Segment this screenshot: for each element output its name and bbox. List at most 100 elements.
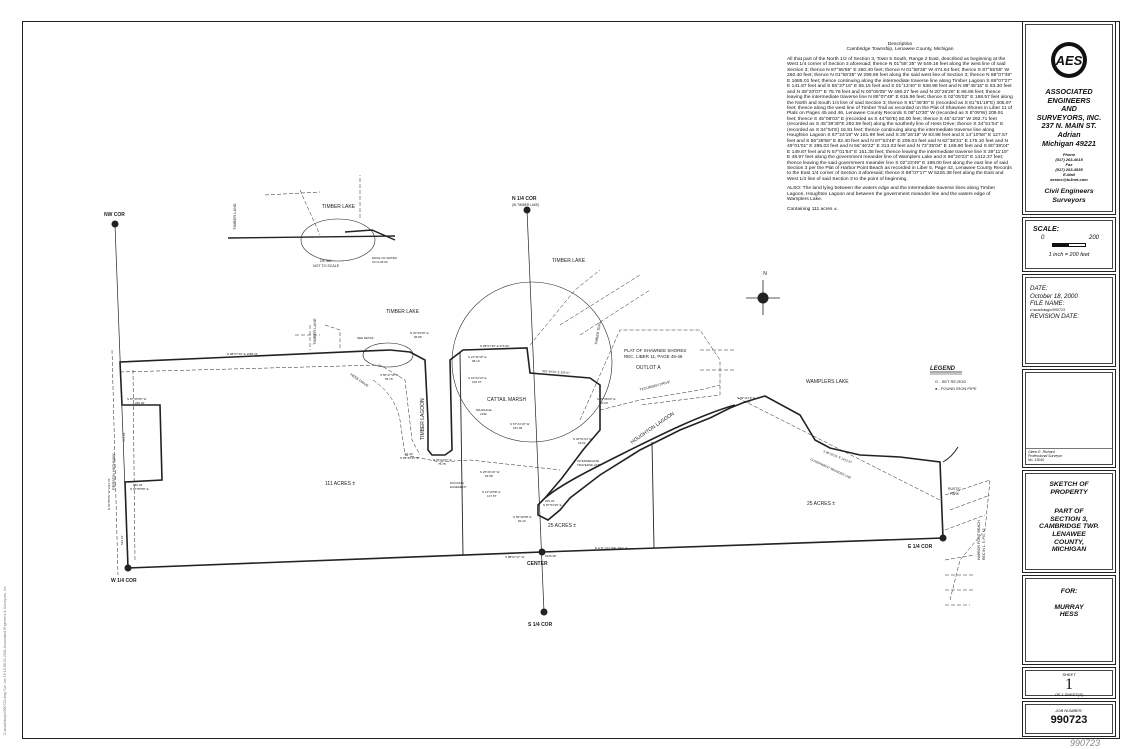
plan-linework (529, 269, 651, 346)
property-boundary (119, 347, 944, 569)
sketch-title: PROPERTY (1050, 488, 1088, 496)
scale-label: SCALE: (1033, 226, 1060, 233)
plan-label: 86.86' (414, 335, 423, 339)
plan-linework (344, 229, 396, 241)
plan-label: 98.14' (472, 359, 481, 363)
plan-linework (132, 369, 136, 561)
plan-label: TECUMSEH DRIVE (639, 380, 671, 392)
revision-date-label: REVISION DATE: (1030, 312, 1080, 320)
description-also: ALSO: The land lying between the waters … (787, 186, 996, 203)
client-name: HESS (1059, 611, 1079, 619)
surveyor-seal-box: Glenn E. Richard Professional Surveyor N… (1022, 369, 1116, 468)
plan-linework (119, 364, 421, 456)
firm-name-line: AND (1061, 104, 1077, 114)
phone-label: Phone (1062, 152, 1076, 158)
plan-label: S 25°26'19" W (480, 470, 500, 474)
plan-label: 181.99 (513, 426, 523, 430)
detail-ellipse (300, 218, 376, 262)
for-label: FOR: (1060, 588, 1078, 595)
plan-label: TIMBER LANE (232, 203, 237, 230)
interior-parcel-line-2 (651, 441, 655, 549)
legend: LEGEND O - SET RE-ROD ● - FOUND IRON PIP… (930, 366, 977, 391)
location-line: SECTION 3, (1050, 515, 1088, 523)
w-quarter-corner-label: W 1/4 COR (111, 578, 137, 584)
description-containing: Containing 111 acres ±. (787, 206, 838, 212)
scale-min: 0 (1041, 235, 1045, 241)
plan-label: S 88°07'17" W (505, 555, 525, 559)
plan-label: 127.57' (487, 494, 497, 498)
job-number-label: JOB NUMBER: (1055, 708, 1083, 713)
plan-label: N 39°20'07" E (433, 458, 452, 462)
plan-linework (227, 235, 396, 239)
plan-label: REC. LIBER 11, PAGE 45-46 (624, 354, 683, 359)
plan-label: 100.37' (472, 380, 482, 384)
plan-label: PLAT OF SHAWNEE SHORES (624, 348, 686, 353)
plan-label: S 67°24'19" W (510, 422, 530, 426)
plan-label: 75.78' (438, 462, 447, 466)
plan-label: 260.40' (135, 401, 145, 405)
corner-monuments (111, 206, 947, 616)
plan-label: TRAVERSE LINE (577, 463, 600, 467)
plan-linework (942, 446, 959, 463)
legend-item-found-pipe: ● - FOUND IRON PIPE (935, 386, 977, 391)
plan-label: DRAINAGE (476, 408, 492, 412)
area-label: 111 ACRES ± (325, 481, 355, 487)
plan-label: S 10°04'13" E (468, 376, 487, 380)
firm-name-line: SURVEYORS, INC. (1036, 112, 1102, 122)
description-location: Cambridge Township, Lenawee County, Mich… (846, 47, 954, 53)
location-line: PART OF (1054, 508, 1084, 516)
plan-label: S 39°11'19" E (737, 396, 755, 400)
plan-label: ON 6-28-00 (372, 260, 388, 264)
plan-label: 16.91' (578, 441, 587, 445)
sheet-of: OF 1 SHEET(S) (1054, 692, 1084, 697)
plan-label: N 87°55'55" E (130, 487, 149, 491)
plan-label: 205.04' (545, 499, 555, 503)
firm-name-line: ENGINEERS (1047, 95, 1091, 105)
job-number-box: JOB NUMBER: 990723 (1022, 701, 1116, 737)
firm-name-line: ASSOCIATED (1045, 87, 1093, 96)
fax: (517) 263-4535 (1055, 167, 1083, 173)
location-line: COUNTY, (1054, 538, 1084, 546)
service-line: Civil Engineers (1044, 188, 1094, 196)
plan-linework (1055, 46, 1083, 74)
plan-label: 549.16' (120, 535, 124, 545)
meander-line (737, 397, 941, 501)
s-quarter-corner-label: S 1/4 COR (528, 622, 553, 628)
plan-linework (599, 349, 735, 411)
description-title: Description (887, 42, 913, 47)
plan-linework (757, 292, 769, 304)
plan-label: SEE DETAIL (357, 336, 374, 340)
plan-label: 83.98' (485, 474, 494, 478)
drawing-border (22, 21, 1120, 739)
firm-city: Adrian (1057, 129, 1081, 139)
plan-label: NOT TO SCALE (313, 264, 340, 268)
plan-label: TIMBER LANE (312, 318, 317, 345)
plan-label: EASEMENT (450, 485, 467, 489)
fax-label: Fax (1065, 162, 1073, 168)
plan-label: 48.97' (743, 400, 752, 404)
plan-label: 5226.38' (545, 554, 557, 558)
surveyor-license: No. 13040 (1028, 458, 1045, 463)
plan-label: S 14°10'58" E (482, 490, 501, 494)
plan-label: 83.30' (405, 452, 414, 456)
date-box: DATE: October 18, 2000 FILE NAME: z:\aca… (1022, 274, 1116, 367)
found-iron-pipe-icon (538, 548, 546, 556)
plan-label: S 34°51'04" E (573, 437, 592, 441)
plan-linework (944, 479, 991, 606)
plan-label: DOCKING (450, 481, 465, 485)
plan-label: N 20°26'26" E (410, 331, 429, 335)
plan-linework (295, 324, 341, 350)
plan-linework (111, 175, 991, 613)
area-label: 25 ACRES ± (807, 501, 835, 507)
firm-address: 237 N. MAIN ST. (1041, 121, 1097, 131)
plan-label: 50.00' (600, 401, 609, 405)
plan-label: N 88°07'49" E 1685.01' (227, 352, 258, 356)
sheet-box: SHEET 1 OF 1 SHEET(S) (1022, 667, 1116, 699)
job-number: 990723 (1050, 714, 1088, 726)
found-iron-pipe-icon (540, 608, 548, 616)
plan-label: S 21°36'15" E (468, 355, 487, 359)
plan-label: S 55°37'16" E (380, 373, 399, 377)
legend-item-set-rerod: O - SET RE-ROD (935, 379, 966, 384)
location-line: MICHIGAN (1051, 546, 1087, 554)
